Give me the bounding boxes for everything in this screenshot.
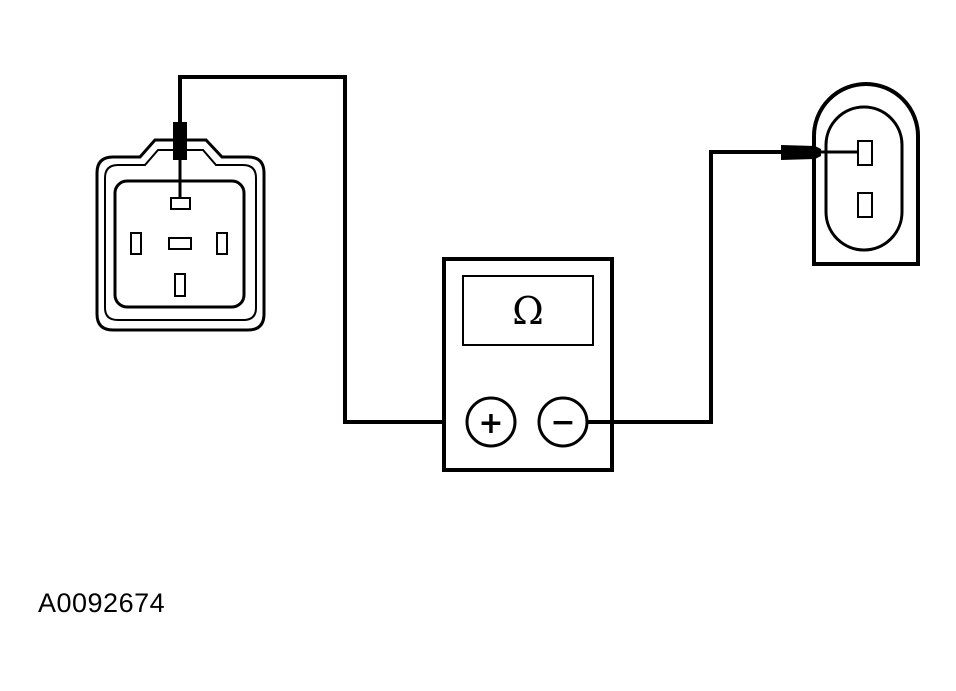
negative-terminal-label: − [550,405,575,440]
negative-test-lead [587,150,783,424]
connector-pin-right [216,232,228,255]
positive-test-lead [178,75,468,424]
right-probe [781,145,858,160]
left-probe [173,122,187,198]
connector-pin-top [170,197,191,210]
left-connector-inner-face [113,179,246,309]
positive-terminal-label: + [478,406,503,441]
right-component-inner-face [824,105,904,252]
connector-pin-center [168,237,192,250]
right-component-housing [812,82,920,266]
connector-pin-left [130,232,142,255]
ohmmeter-display [462,275,594,346]
right-component-terminal-bottom [857,192,873,218]
left-probe-body [173,122,187,160]
positive-terminal [465,396,517,448]
left-connector [95,138,266,332]
connector-pin-bottom [174,273,186,297]
left-connector-middle-outline [104,149,257,321]
figure-id-label: A0092674 [38,588,166,618]
left-connector-outer-housing [95,138,266,332]
right-component-terminal-top [857,140,873,166]
right-probe-body [781,145,821,160]
ohm-symbol: Ω [512,289,544,333]
ohmmeter: Ω + − [442,257,614,472]
right-component [812,82,920,266]
